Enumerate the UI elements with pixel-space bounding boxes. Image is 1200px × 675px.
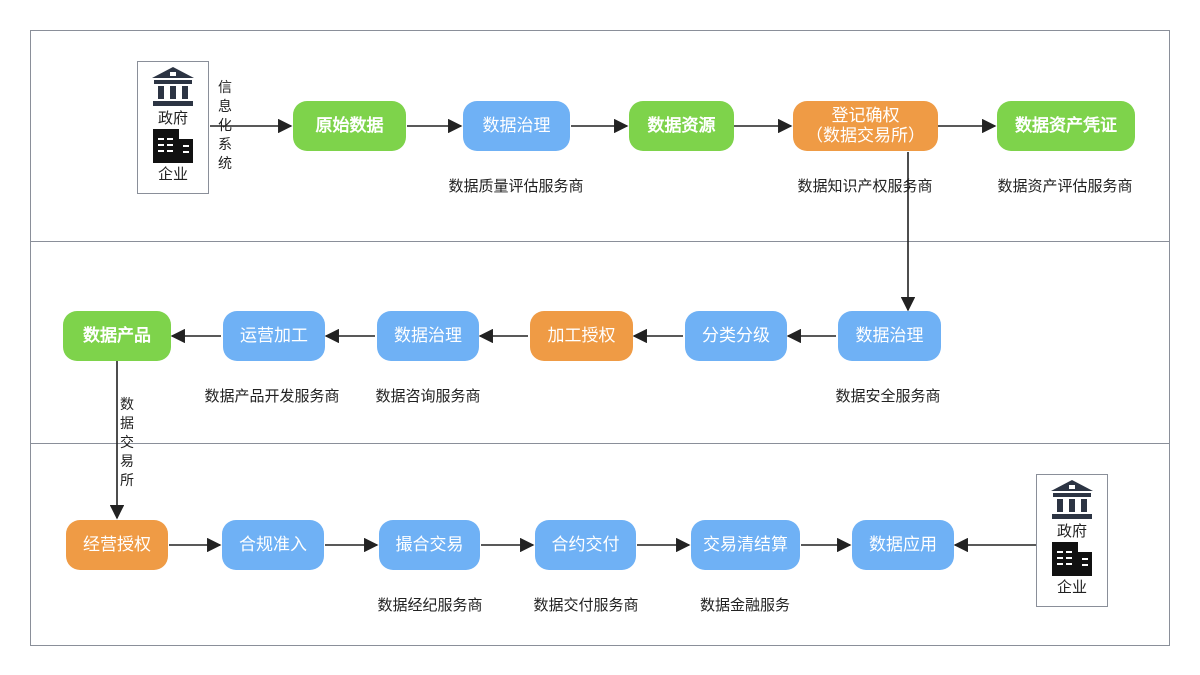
node-operation[interactable]: 运营加工 bbox=[223, 311, 325, 361]
actor-gov-enterprise-top: 政府 企业 bbox=[137, 61, 209, 194]
edge-label-info-system: 信息化系统 bbox=[218, 80, 232, 172]
node-data-application[interactable]: 数据应用 bbox=[852, 520, 954, 570]
node-raw-data[interactable]: 原始数据 bbox=[293, 101, 406, 151]
actor-gov-label: 政府 bbox=[157, 109, 188, 127]
provider-consult: 数据咨询服务商 bbox=[375, 387, 481, 405]
provider-product-dev: 数据产品开发服务商 bbox=[204, 387, 340, 405]
node-matchmaking[interactable]: 撮合交易 bbox=[379, 520, 480, 570]
actor-ent-label: 企业 bbox=[157, 165, 188, 183]
node-contract-delivery[interactable]: 合约交付 bbox=[535, 520, 636, 570]
provider-finance: 数据金融服务 bbox=[699, 596, 791, 614]
node-clearing[interactable]: 交易清结算 bbox=[691, 520, 800, 570]
actor-ent-label: 企业 bbox=[1056, 578, 1087, 596]
provider-broker: 数据经纪服务商 bbox=[377, 596, 483, 614]
bank-icon bbox=[1051, 480, 1093, 519]
node-operate-auth[interactable]: 经营授权 bbox=[66, 520, 168, 570]
provider-delivery: 数据交付服务商 bbox=[533, 596, 639, 614]
node-data-resource[interactable]: 数据资源 bbox=[629, 101, 734, 151]
node-governance-3[interactable]: 数据治理 bbox=[377, 311, 479, 361]
node-register-rights[interactable]: 登记确权 （数据交易所） bbox=[793, 101, 938, 151]
swimlane-trading bbox=[30, 443, 1170, 646]
provider-quality: 数据质量评估服务商 bbox=[448, 177, 584, 195]
building-icon bbox=[1052, 542, 1092, 576]
node-asset-certificate[interactable]: 数据资产凭证 bbox=[997, 101, 1135, 151]
provider-security: 数据安全服务商 bbox=[835, 387, 941, 405]
node-compliance-access[interactable]: 合规准入 bbox=[222, 520, 324, 570]
provider-asset: 数据资产评估服务商 bbox=[997, 177, 1133, 195]
node-process-auth[interactable]: 加工授权 bbox=[530, 311, 633, 361]
node-data-product[interactable]: 数据产品 bbox=[63, 311, 171, 361]
actor-gov-enterprise-bottom: 政府 企业 bbox=[1036, 474, 1108, 607]
bank-icon bbox=[152, 67, 194, 106]
node-classify[interactable]: 分类分级 bbox=[685, 311, 787, 361]
node-governance-1[interactable]: 数据治理 bbox=[463, 101, 570, 151]
provider-ip: 数据知识产权服务商 bbox=[797, 177, 933, 195]
node-governance-2[interactable]: 数据治理 bbox=[838, 311, 941, 361]
building-icon bbox=[153, 129, 193, 163]
actor-gov-label: 政府 bbox=[1056, 522, 1087, 540]
edge-label-exchange: 数据交易所 bbox=[120, 397, 134, 489]
